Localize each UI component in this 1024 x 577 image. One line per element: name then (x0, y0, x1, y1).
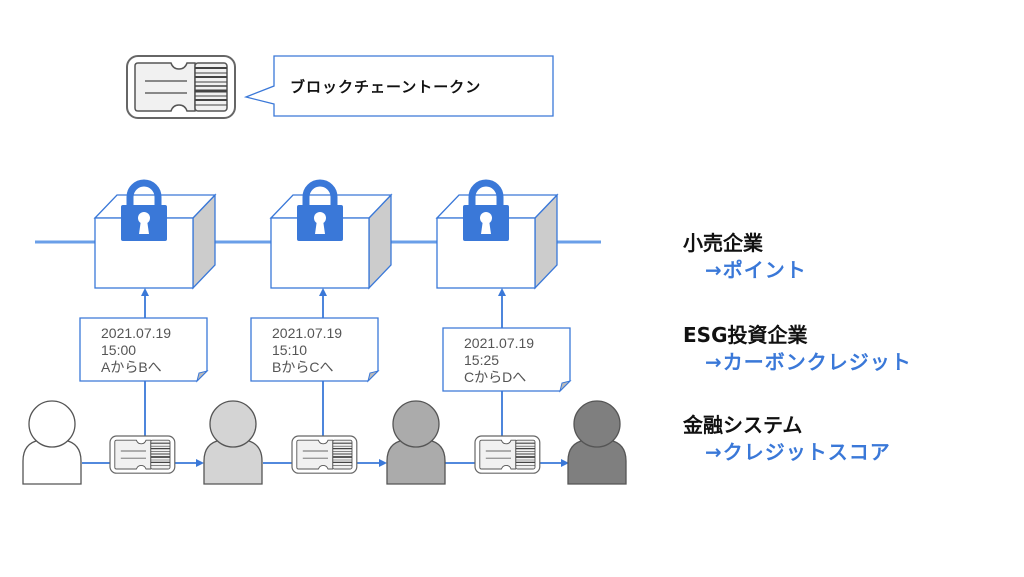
token-callout-box (243, 55, 554, 117)
note-transfer: AからBへ (101, 359, 162, 375)
block-2 (269, 183, 393, 290)
note-transfer: BからCへ (272, 359, 334, 375)
use-case-esg: ESG投資企業 →カーボンクレジット (683, 322, 912, 376)
token-icon (474, 435, 541, 475)
person-icon-D (567, 400, 627, 485)
token-icon (109, 435, 176, 475)
use-case-category: 金融システム (683, 413, 803, 437)
note-date: 2021.07.19 (101, 325, 172, 341)
use-case-category: ESG投資企業 (683, 323, 808, 347)
transaction-note-1: 2021.07.19 15:00 AからBへ (101, 325, 171, 376)
legend-token-icon (125, 54, 237, 120)
person-head (209, 400, 257, 448)
token-callout-label: ブロックチェーントークン (290, 78, 482, 96)
note-fold (367, 370, 380, 383)
note-box-1 (79, 288, 209, 436)
use-case-value: →ポイント (705, 258, 807, 282)
token-icon (291, 435, 358, 475)
note-fold (196, 370, 209, 383)
transaction-note-3: 2021.07.19 15:25 CからDへ (464, 335, 534, 386)
use-case-value: →クレジットスコア (705, 440, 891, 464)
person-head (573, 400, 621, 448)
block-3 (435, 183, 559, 290)
person-head (392, 400, 440, 448)
lock-icon (297, 183, 343, 241)
note-time: 15:00 (101, 342, 137, 358)
lock-icon (121, 183, 167, 241)
note-box-2 (250, 288, 380, 436)
note-transfer: CからDへ (464, 369, 527, 385)
lock-icon (463, 183, 509, 241)
note-fold (559, 380, 572, 393)
person-icon-B (203, 400, 263, 485)
note-time: 15:10 (272, 342, 308, 358)
person-icon-C (386, 400, 446, 485)
note-box-3 (442, 288, 572, 436)
note-time: 15:25 (464, 352, 500, 368)
transaction-note-2: 2021.07.19 15:10 BからCへ (272, 325, 342, 376)
person-icon-A (22, 400, 82, 485)
block-1 (93, 183, 217, 290)
use-case-category: 小売企業 (683, 231, 763, 255)
use-case-retail: 小売企業 →ポイント (683, 230, 912, 284)
use-case-value: →カーボンクレジット (705, 350, 912, 374)
person-head (28, 400, 76, 448)
use-case-finance: 金融システム →クレジットスコア (683, 412, 912, 466)
note-date: 2021.07.19 (464, 335, 535, 351)
use-case-list: 小売企業 →ポイント ESG投資企業 →カーボンクレジット 金融システム →クレ… (683, 230, 912, 466)
note-date: 2021.07.19 (272, 325, 343, 341)
